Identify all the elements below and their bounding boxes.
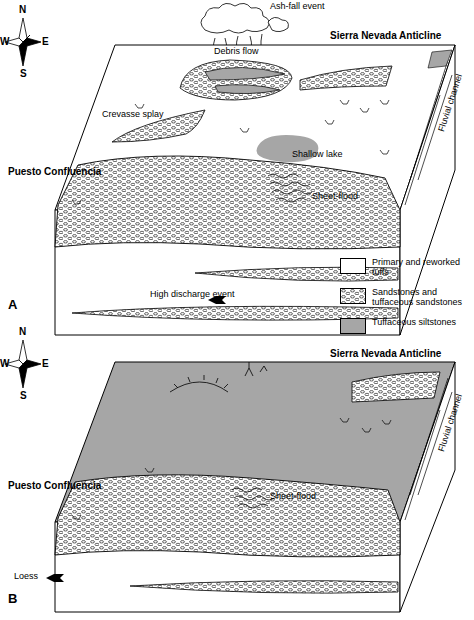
fluvial-channel-lines [405, 95, 440, 205]
plant-symbols [145, 468, 154, 472]
process-label: Crevasse splay [102, 110, 164, 120]
plant-symbols [135, 104, 144, 108]
ash-plume [201, 3, 269, 33]
legend-swatch [340, 258, 366, 274]
fluvial-channel-lines [405, 410, 440, 520]
legend-pattern [341, 289, 365, 303]
place-name: Sierra Nevada Anticline [330, 30, 441, 41]
ash-plume [268, 17, 288, 31]
compass-letter: N [19, 326, 26, 337]
sheet-flood-lines [276, 198, 306, 202]
vent-symbols [245, 362, 267, 376]
legend-pattern-swatch [340, 288, 366, 304]
legend-text: Sandstones and tuffaceous sandstones [372, 288, 468, 308]
compass-rose [5, 18, 41, 66]
plant-symbols [72, 418, 391, 519]
plant-symbols [362, 428, 371, 432]
compass-rose [19, 340, 27, 364]
plant-symbols [72, 100, 389, 204]
compass-letter: W [0, 36, 9, 47]
plant-symbols [72, 515, 81, 519]
block-a [55, 3, 455, 335]
compass-letter: S [20, 68, 27, 79]
compass-rose [23, 35, 30, 42]
process-label: Loess [14, 572, 38, 582]
compass-letter: E [42, 36, 49, 47]
process-label: Sheet-flood [270, 492, 316, 502]
sandstone-lens [195, 267, 398, 281]
plant-symbols [382, 420, 391, 424]
vent-symbols [174, 375, 228, 388]
legend-text: Tuffaceous siltstones [372, 318, 468, 328]
debris-flow [180, 60, 292, 100]
compass-letter: W [0, 358, 9, 369]
legend-swatch [340, 318, 366, 334]
panel-letter: A [8, 298, 17, 312]
vent-symbols [170, 362, 267, 392]
compass-letter: N [19, 4, 26, 15]
sheet-flood-lines [234, 496, 274, 500]
plant-symbols [340, 100, 349, 104]
process-label: High discharge event [150, 290, 235, 300]
compass-rose [5, 340, 41, 388]
process-label: Ash-fall event [270, 2, 325, 12]
plant-symbols [340, 418, 349, 422]
sheet-flood-lines [272, 190, 312, 194]
plant-symbols [380, 100, 389, 104]
legend-pattern [341, 289, 365, 303]
process-label: Sheet-flood [312, 192, 358, 202]
plant-symbols [72, 200, 81, 204]
panel-letter: B [8, 592, 17, 606]
sheet-flood-lines [268, 174, 312, 202]
process-label: Debris flow [214, 47, 259, 57]
compass-letter: E [42, 358, 49, 369]
sheet-flood-lines [238, 504, 268, 508]
event-arrow [46, 574, 64, 582]
plant-symbols [380, 150, 389, 154]
process-label: Shallow lake [292, 150, 343, 160]
compass-rose [19, 18, 27, 42]
channel-sandstone [352, 372, 440, 402]
plant-symbols [240, 128, 249, 132]
sandstone-body [55, 156, 400, 249]
sheet-flood-lines [232, 488, 274, 508]
place-name: Sierra Nevada Anticline [330, 348, 441, 359]
place-name: Puesto Confluencia [8, 166, 101, 177]
legend-text: Primary and reworked tuffs [372, 258, 468, 278]
sandstone-lens [130, 581, 398, 593]
channel-sandstone [300, 66, 392, 90]
sheet-flood-lines [268, 174, 298, 178]
debris-flow-lobes [205, 67, 285, 93]
debris-flow-lobes [205, 67, 285, 80]
compass-rose [23, 360, 41, 368]
sheet-flood-lines [270, 182, 310, 186]
place-name: Puesto Confluencia [8, 480, 101, 491]
block-b [46, 362, 455, 612]
siltstone-patch [428, 50, 452, 68]
sheet-flood-lines [232, 488, 262, 492]
compass-letter: S [20, 390, 27, 401]
vent-symbols [170, 382, 228, 392]
plant-symbols [325, 120, 334, 124]
plant-symbols [360, 108, 369, 112]
compass-rose [19, 364, 27, 388]
compass-rose [19, 42, 27, 66]
sandstone-body [55, 475, 400, 557]
debris-flow-lobes [215, 85, 280, 94]
